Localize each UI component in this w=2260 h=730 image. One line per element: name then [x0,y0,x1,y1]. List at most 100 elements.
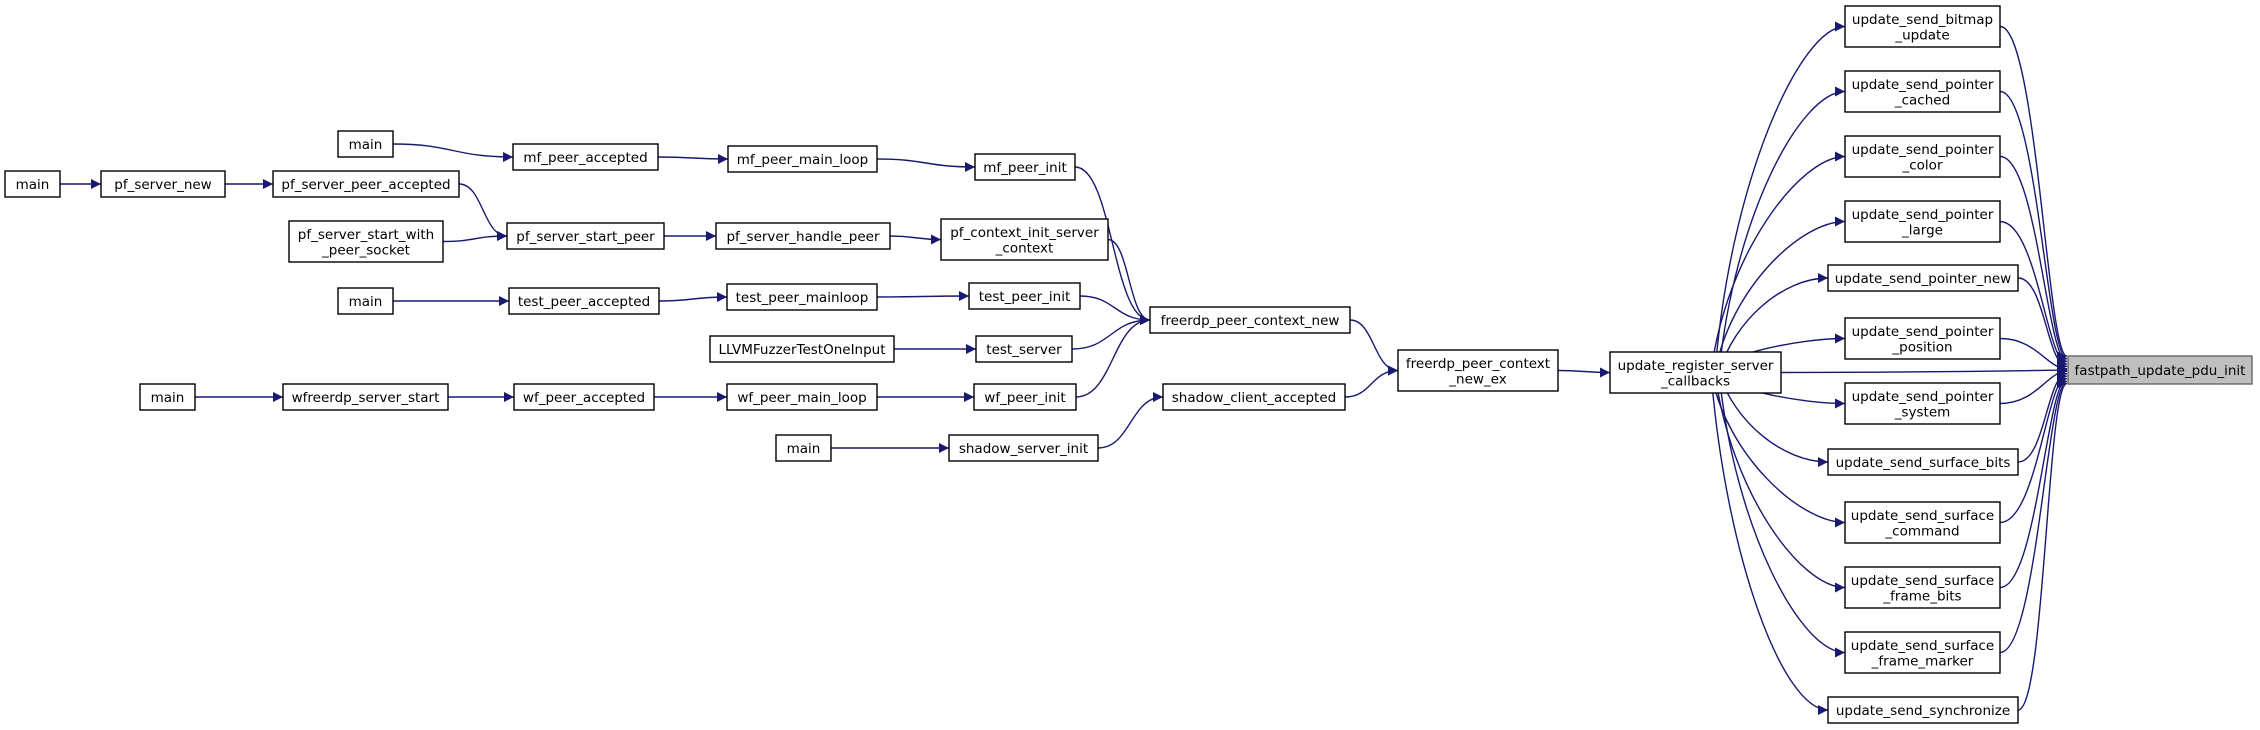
node-ts[interactable]: test_server [975,335,1073,363]
node-pspa[interactable]: pf_server_peer_accepted [272,170,460,198]
node-fpcne[interactable]: freerdp_peer_context_new_ex [1397,349,1559,392]
node-box[interactable] [1844,382,2001,425]
node-ssi[interactable]: shadow_server_init [948,434,1099,462]
node-usbu[interactable]: update_send_bitmap_update [1844,5,2001,48]
node-ussfm[interactable]: update_send_surface_frame_marker [1844,631,2001,674]
node-label: pf_server_start_with [298,227,434,243]
node-box[interactable] [726,283,878,311]
node-box[interactable] [1844,566,2001,609]
node-label: update_send_pointer [1852,142,1994,158]
node-box[interactable] [4,170,61,198]
node-label: pf_context_init_server [950,225,1099,241]
node-usps[interactable]: update_send_pointer_system [1844,382,2001,425]
node-box[interactable] [1397,349,1559,392]
node-label: wfreerdp_server_start [292,390,440,406]
node-box[interactable] [940,218,1109,261]
node-label: mf_peer_init [983,160,1067,176]
node-uss[interactable]: update_send_synchronize [1827,696,2019,724]
node-box[interactable] [1844,200,2001,243]
node-wss[interactable]: wfreerdp_server_start [282,383,449,411]
node-box[interactable] [1844,501,2001,544]
node-box[interactable] [288,220,444,263]
node-box[interactable] [337,130,394,158]
edge-tpa-to-tpml [658,292,728,303]
node-box[interactable] [968,282,1081,310]
node-box[interactable] [1827,264,2019,292]
node-root[interactable]: fastpath_update_pdu_init [2067,355,2253,385]
node-box[interactable] [1827,696,2019,724]
node-box[interactable] [727,145,878,173]
node-llvm[interactable]: LLVMFuzzerTestOneInput [709,335,895,363]
node-main_wf[interactable]: main [139,383,196,411]
node-mpml[interactable]: mf_peer_main_loop [727,145,878,173]
node-box[interactable] [1844,70,2001,113]
node-box[interactable] [1149,306,1351,334]
node-label: pf_server_peer_accepted [281,177,450,193]
node-box[interactable] [508,287,660,315]
node-pshp[interactable]: pf_server_handle_peer [715,222,891,250]
node-label: update_send_surface [1851,638,1994,654]
node-sca[interactable]: shadow_client_accepted [1162,383,1346,411]
node-box[interactable] [1844,5,2001,48]
node-box[interactable] [709,335,895,363]
node-wpi[interactable]: wf_peer_init [973,383,1077,411]
edge-uspl-to-root [1999,220,2068,369]
node-label: update_register_server [1618,358,1774,374]
edge-mpa-to-mpml [657,153,729,164]
node-box[interactable] [272,170,460,198]
node-ursc[interactable]: update_register_server_callbacks [1609,351,1782,394]
node-main_sh[interactable]: main [775,434,832,462]
node-box[interactable] [775,434,832,462]
node-box[interactable] [973,383,1077,411]
edge-fpcn-to-fpcne [1349,319,1399,376]
node-mpi[interactable]: mf_peer_init [974,153,1076,181]
node-box[interactable] [975,335,1073,363]
node-main_t[interactable]: main [337,287,394,315]
node-ussfb[interactable]: update_send_surface_frame_bits [1844,566,2001,609]
node-box[interactable] [1844,317,2001,360]
node-box[interactable] [1827,448,2019,476]
node-box[interactable] [506,222,665,250]
node-tpi[interactable]: test_peer_init [968,282,1081,310]
node-wpml[interactable]: wf_peer_main_loop [726,383,878,411]
node-box[interactable] [948,434,1099,462]
node-box[interactable] [2067,355,2253,385]
node-box[interactable] [1609,351,1782,394]
node-box[interactable] [1844,135,2001,178]
node-box[interactable] [512,143,659,171]
node-uspp[interactable]: update_send_pointer_position [1844,317,2001,360]
node-mpa[interactable]: mf_peer_accepted [512,143,659,171]
node-uspcol[interactable]: update_send_pointer_color [1844,135,2001,178]
edge-fpcne-to-ursc [1557,367,1611,378]
node-ussb[interactable]: update_send_surface_bits [1827,448,2019,476]
node-label: test_server [986,342,1062,358]
nodes-layer: fastpath_update_pdu_init update_send_bitm… [4,5,2253,724]
node-box[interactable] [100,170,226,198]
node-uspl[interactable]: update_send_pointer_large [1844,200,2001,243]
node-uspn[interactable]: update_send_pointer_new [1827,264,2019,292]
node-uspc[interactable]: update_send_pointer_cached [1844,70,2001,113]
node-main_pf[interactable]: main [4,170,61,198]
node-box[interactable] [1844,631,2001,674]
node-main_mf[interactable]: main [337,130,394,158]
node-wpa[interactable]: wf_peer_accepted [513,383,655,411]
node-box[interactable] [139,383,196,411]
node-pcisc[interactable]: pf_context_init_server_context [940,218,1109,261]
node-psn[interactable]: pf_server_new [100,170,226,198]
node-box[interactable] [726,383,878,411]
node-label: update_send_surface [1851,508,1994,524]
node-tpa[interactable]: test_peer_accepted [508,287,660,315]
node-tpml[interactable]: test_peer_mainloop [726,283,878,311]
node-label: freerdp_peer_context [1406,356,1550,372]
node-label: _new_ex [1448,371,1506,387]
node-box[interactable] [715,222,891,250]
node-pssw[interactable]: pf_server_start_with_peer_socket [288,220,444,263]
node-box[interactable] [513,383,655,411]
node-pssp[interactable]: pf_server_start_peer [506,222,665,250]
node-ussc[interactable]: update_send_surface_command [1844,501,2001,544]
node-fpcn[interactable]: freerdp_peer_context_new [1149,306,1351,334]
node-box[interactable] [282,383,449,411]
node-box[interactable] [337,287,394,315]
node-box[interactable] [1162,383,1346,411]
node-box[interactable] [974,153,1076,181]
